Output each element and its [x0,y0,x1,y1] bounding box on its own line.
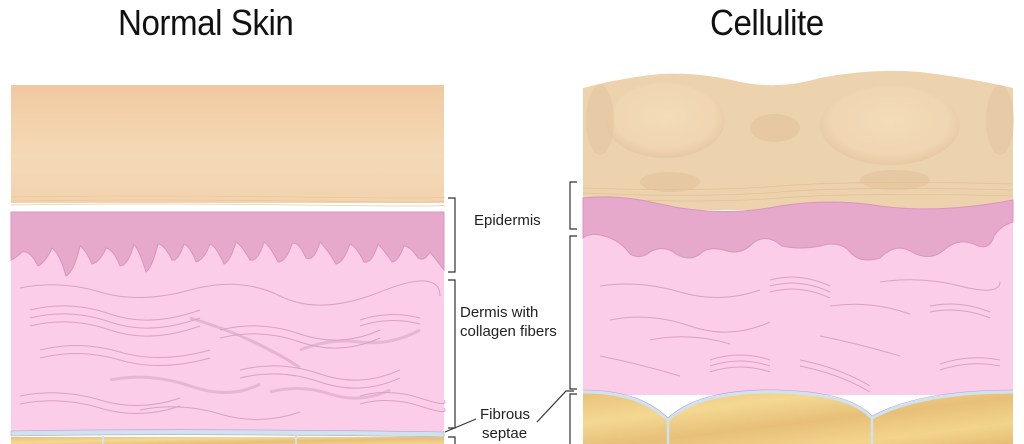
label-dermis: Dermis with collagen fibers [460,303,557,341]
fat-lump-right [820,85,960,165]
outer-skin-layer [11,85,444,203]
fibrous-septae [582,390,1014,423]
label-dermis-line2: collagen fibers [460,323,557,340]
bracket-dermis-right [569,235,577,390]
collagen-fibers [599,276,1001,393]
label-dermis-line1: Dermis with [460,304,539,321]
bracket-fat-left [448,436,456,444]
title-normal-skin: Normal Skin [118,2,294,43]
fat-lump-left [605,82,725,158]
striations [10,195,445,207]
label-septae-line1: Fibrous [480,406,531,423]
epidermis-layer [10,211,445,277]
fat-layer-protruding [583,391,1013,444]
bracket-fat-right [569,393,577,444]
striations [582,182,1014,202]
bracket-dermis-left [448,279,456,429]
fibrous-septae [10,429,445,438]
collagen-fibers [19,280,446,420]
cellulite-panel [582,70,1014,444]
epidermis-layer [582,196,1014,261]
label-fibrous-septae: Fibrous septae [480,405,530,443]
label-brackets [444,181,577,444]
label-epidermis: Epidermis [474,212,541,229]
label-septae-line2: septae [482,425,528,442]
septae-pointer-left [444,418,477,433]
septae-pointer-right [536,390,574,423]
normal-skin-panel [10,85,446,444]
title-cellulite: Cellulite [710,2,824,43]
fat-layer [11,437,444,444]
bracket-epidermis-right [569,181,577,230]
bracket-epidermis-left [448,197,456,273]
